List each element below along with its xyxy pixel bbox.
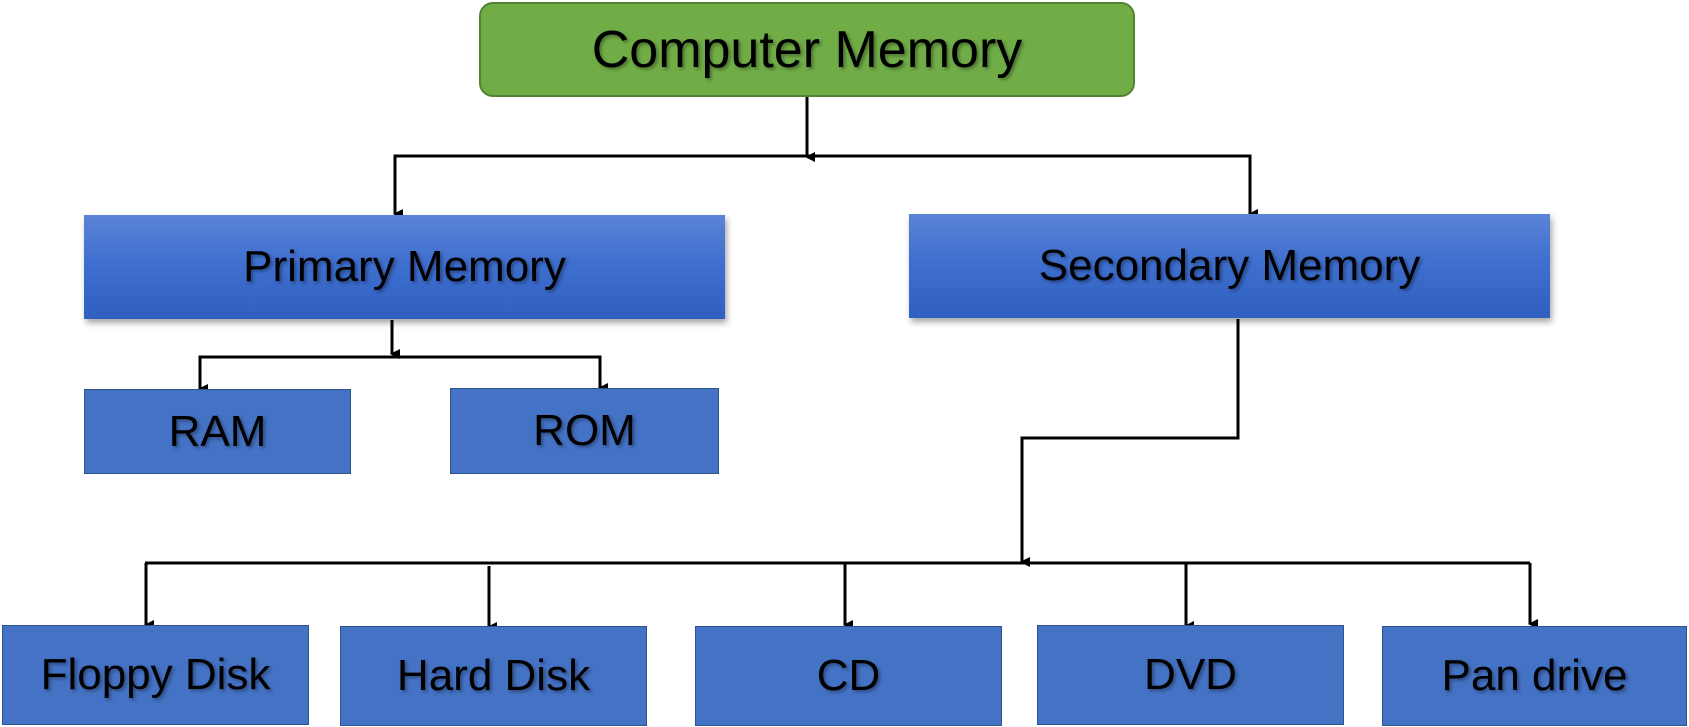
- primary-memory-node: Primary Memory: [84, 215, 725, 319]
- floppy-disk-label: Floppy Disk: [40, 650, 271, 699]
- pan-drive-node: Pan drive: [1382, 626, 1687, 726]
- secondary-memory-label: Secondary Memory: [1038, 241, 1421, 290]
- ram-node: RAM: [84, 389, 351, 474]
- dvd-node: DVD: [1037, 625, 1344, 725]
- primary-memory-label: Primary Memory: [243, 242, 566, 291]
- rom-node: ROM: [450, 388, 719, 474]
- computer-memory-node: Computer Memory: [479, 2, 1135, 97]
- hard-disk-label: Hard Disk: [396, 651, 591, 700]
- connector-primary-bus: [198, 355, 602, 389]
- connector-root-bus: [393, 154, 1252, 214]
- ram-label: RAM: [168, 406, 267, 456]
- dvd-label: DVD: [1144, 650, 1237, 699]
- floppy-disk-node: Floppy Disk: [2, 625, 309, 725]
- pan-drive-label: Pan drive: [1441, 651, 1628, 700]
- connector-secondary-elbow: [1020, 319, 1240, 567]
- computer-memory-label: Computer Memory: [591, 20, 1023, 79]
- secondary-memory-node: Secondary Memory: [909, 214, 1550, 318]
- rom-label: ROM: [533, 406, 636, 455]
- cd-node: CD: [695, 626, 1002, 726]
- hard-disk-node: Hard Disk: [340, 626, 647, 726]
- cd-label: CD: [816, 651, 881, 700]
